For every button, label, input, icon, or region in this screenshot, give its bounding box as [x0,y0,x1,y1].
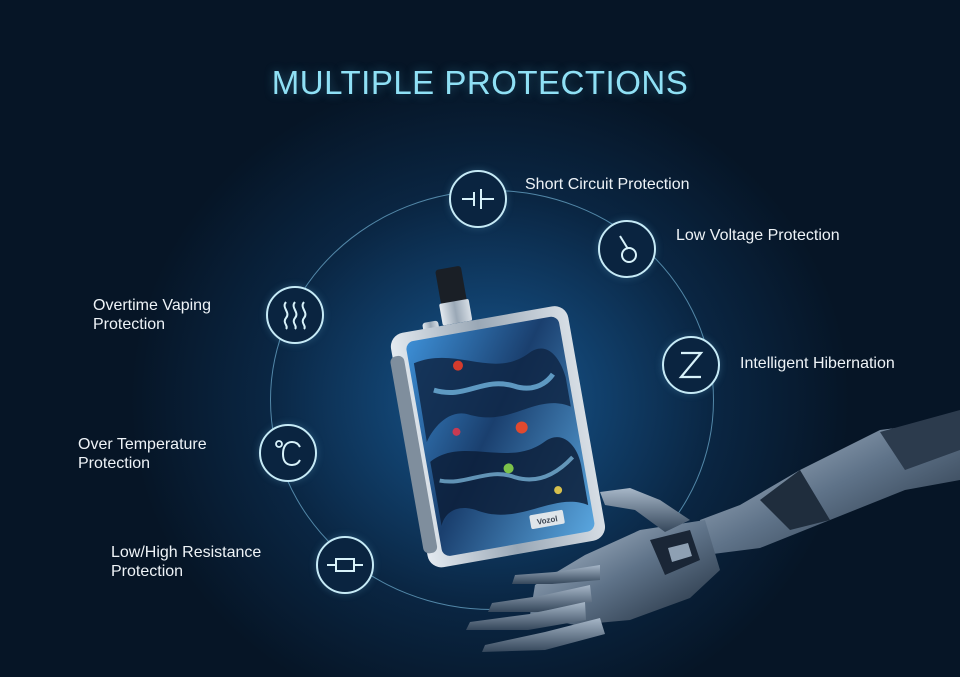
device-brand-label: Vozol [536,514,558,526]
voltage-icon [598,220,656,278]
robot-arm [466,410,960,652]
label-low-voltage: Low Voltage Protection [676,227,840,244]
pod-device: Vozol [390,266,606,568]
label-hibernation: Intelligent Hibernation [740,355,895,372]
label-overtime-vaping: Overtime Vaping Protection [93,297,211,333]
circuit-icon [449,170,507,228]
steam-icon [266,286,324,344]
celsius-icon [259,424,317,482]
sleep-z-icon [662,336,720,394]
page-title: MULTIPLE PROTECTIONS [271,64,689,101]
resistor-icon [316,536,374,594]
label-over-temperature: Over Temperature Protection [78,436,207,472]
label-resistance: Low/High Resistance Protection [111,544,262,580]
label-short-circuit: Short Circuit Protection [525,176,690,193]
